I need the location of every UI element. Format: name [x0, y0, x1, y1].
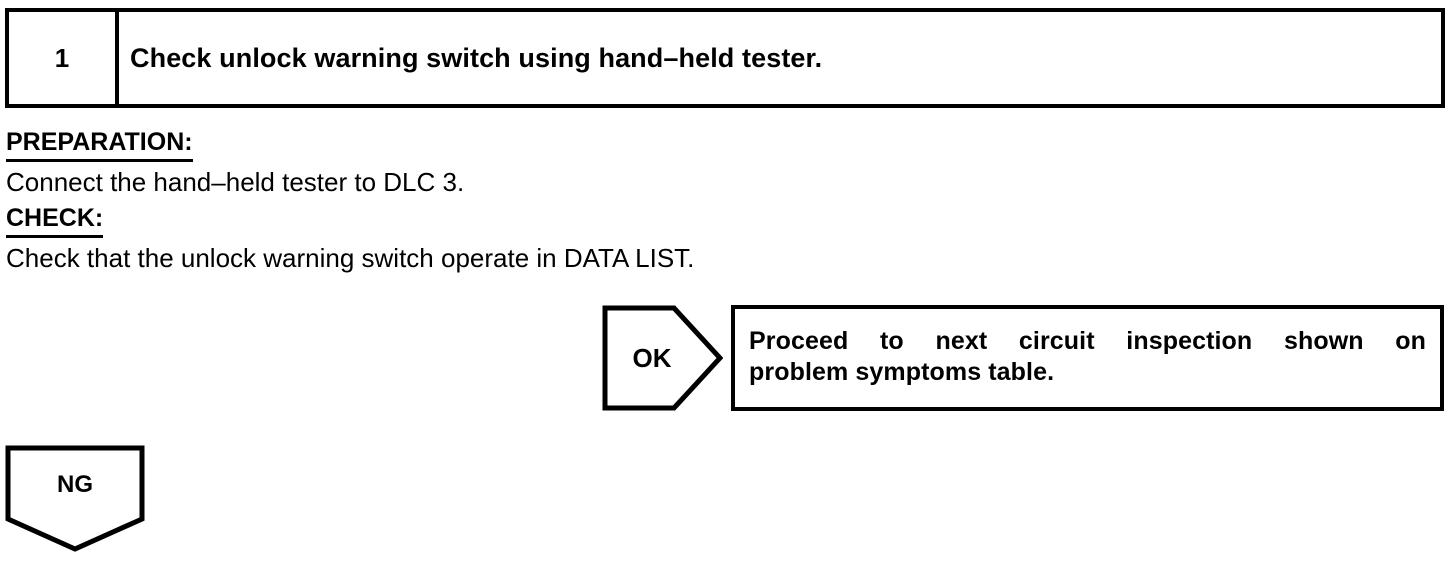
- step-number-cell: 1: [9, 12, 119, 104]
- check-heading: CHECK:: [6, 202, 104, 238]
- check-heading-row: CHECK:: [6, 202, 1006, 238]
- ok-result-text: Proceed to next circuit inspection shown…: [749, 326, 1426, 388]
- ok-judgement-label: OK: [632, 342, 672, 373]
- procedure-body: PREPARATION: Connect the hand–held teste…: [6, 126, 1006, 278]
- ok-result-box: Proceed to next circuit inspection shown…: [731, 305, 1444, 411]
- arrow-right-pentagon-icon: [602, 305, 723, 411]
- preparation-text: Connect the hand–held tester to DLC 3.: [6, 167, 465, 197]
- check-text: Check that the unlock warning switch ope…: [6, 243, 695, 273]
- ok-judgement-arrow: OK: [602, 305, 723, 411]
- step-title-cell: Check unlock warning switch using hand–h…: [119, 12, 1441, 104]
- preparation-heading: PREPARATION:: [6, 126, 193, 162]
- ng-judgement-pennant: NG: [5, 445, 145, 555]
- step-header-table: 1 Check unlock warning switch using hand…: [5, 8, 1445, 108]
- step-title: Check unlock warning switch using hand–h…: [130, 42, 823, 73]
- result-row-ok: OK Proceed to next circuit inspection sh…: [602, 305, 1444, 411]
- ng-judgement-label: NG: [57, 471, 93, 498]
- step-number: 1: [54, 42, 70, 73]
- ok-result-line-1: Proceed to next circuit inspection shown…: [749, 327, 1426, 355]
- preparation-heading-row: PREPARATION:: [6, 126, 1006, 162]
- pennant-down-icon: [5, 445, 145, 552]
- ok-result-line-2: problem symptoms table.: [749, 358, 1055, 386]
